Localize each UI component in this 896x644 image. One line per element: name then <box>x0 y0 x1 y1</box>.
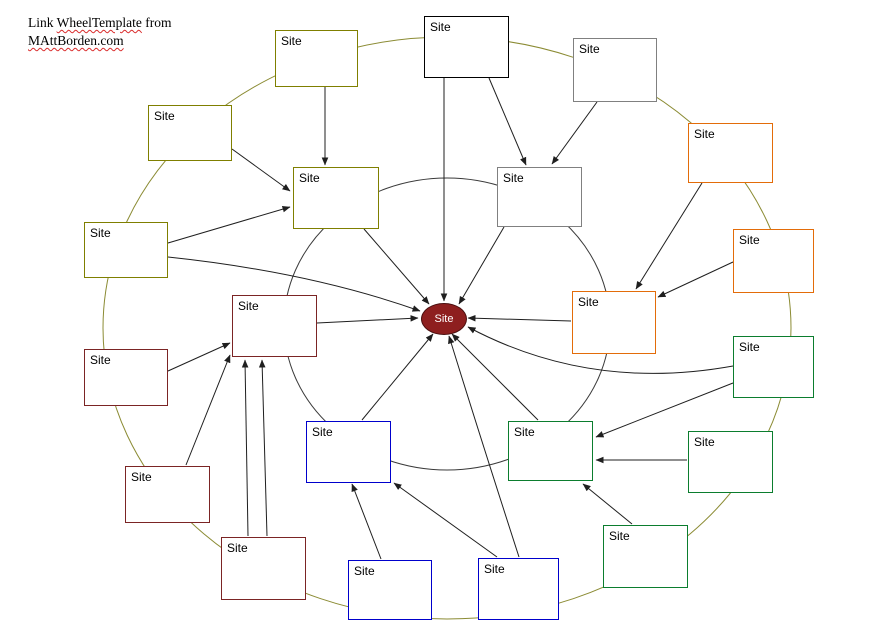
site-box-outer-bottomright-green[interactable]: Site <box>603 525 688 588</box>
site-box-label: Site <box>694 127 715 141</box>
arrow-left-olive-to-inner-olive <box>167 205 291 244</box>
site-box-outer-right-green[interactable]: Site <box>733 336 814 398</box>
site-box-outer-topleft-olive[interactable]: Site <box>275 30 358 87</box>
hub-ellipse[interactable]: Site <box>421 303 467 335</box>
arrow-right-green-to-hub <box>467 326 734 374</box>
arrow-inner-maroon-to-hub <box>316 315 419 324</box>
site-box-label: Site <box>503 171 524 185</box>
site-box-label: Site <box>312 425 333 439</box>
arrow-inner-olive-to-hub <box>363 228 430 305</box>
title-line-2: MAttBorden.com <box>28 32 172 50</box>
site-box-outer-bottom-blue-right[interactable]: Site <box>478 558 559 620</box>
arrow-bottomleft-maroon-to-inner-maroon-2 <box>258 359 268 537</box>
site-box-outer-right-lower-green[interactable]: Site <box>688 431 773 493</box>
arrow-bottomleft-maroon-to-inner-maroon-1 <box>241 359 249 537</box>
site-box-outer-left-olive[interactable]: Site <box>84 222 168 278</box>
arrow-topright-gray-to-inner-gray <box>551 101 598 165</box>
arrow-inner-green-to-hub <box>451 333 539 421</box>
site-box-label: Site <box>154 109 175 123</box>
site-box-inner-top-olive[interactable]: Site <box>293 167 379 229</box>
site-box-outer-topright-gray[interactable]: Site <box>573 38 657 102</box>
site-box-label: Site <box>578 295 599 309</box>
title-text: Link <box>28 15 57 30</box>
site-box-outer-left-upper-olive[interactable]: Site <box>148 105 232 161</box>
arrow-right-green-to-inner-green <box>595 382 734 438</box>
arrow-bottom-blue-right-to-hub <box>448 335 520 558</box>
site-box-inner-top-gray[interactable]: Site <box>497 167 582 227</box>
arrow-inner-gray-to-hub <box>458 226 505 305</box>
hub-label: Site <box>434 313 454 325</box>
site-box-label: Site <box>484 562 505 576</box>
site-box-label: Site <box>90 226 111 240</box>
site-box-label: Site <box>739 340 760 354</box>
site-box-outer-right-orange[interactable]: Site <box>733 229 814 293</box>
site-box-inner-bottom-blue[interactable]: Site <box>306 421 391 483</box>
arrow-inner-orange-to-hub <box>467 314 572 322</box>
title-text: WheelTemplate <box>56 15 142 30</box>
site-box-label: Site <box>90 353 111 367</box>
arrow-inner-blue-to-hub <box>361 333 434 421</box>
site-box-outer-bottom-blue-left[interactable]: Site <box>348 560 432 620</box>
arrow-left-lower-maroon-to-inner-maroon <box>185 354 231 466</box>
site-box-label: Site <box>354 564 375 578</box>
site-box-label: Site <box>227 541 248 555</box>
diagram-title: Link WheelTemplate from MAttBorden.com <box>28 14 172 50</box>
site-box-label: Site <box>299 171 320 185</box>
arrow-bottom-blue-right-to-inner-blue <box>393 482 498 558</box>
site-box-outer-bottomleft-maroon[interactable]: Site <box>221 537 306 600</box>
site-box-label: Site <box>739 233 760 247</box>
site-box-outer-left-maroon[interactable]: Site <box>84 349 168 406</box>
title-line-1: Link WheelTemplate from <box>28 14 172 32</box>
site-box-inner-right-orange[interactable]: Site <box>572 291 656 354</box>
site-box-label: Site <box>694 435 715 449</box>
site-box-label: Site <box>131 470 152 484</box>
site-box-outer-right-upper-orange[interactable]: Site <box>688 123 773 183</box>
site-box-label: Site <box>281 34 302 48</box>
site-box-outer-left-lower-maroon[interactable]: Site <box>125 466 210 523</box>
arrow-right-orange-to-inner-orange <box>657 261 734 298</box>
arrow-right-upper-orange-to-inner-orange <box>635 182 703 290</box>
site-box-label: Site <box>430 20 451 34</box>
site-box-label: Site <box>238 299 259 313</box>
title-text: from <box>141 15 172 30</box>
arrow-bottom-blue-left-to-inner-blue <box>351 483 382 560</box>
site-box-inner-left-maroon[interactable]: Site <box>232 295 317 357</box>
site-box-label: Site <box>609 529 630 543</box>
arrow-left-upper-olive-to-inner-olive <box>231 148 291 192</box>
arrow-left-olive-to-hub <box>167 256 421 312</box>
site-box-outer-top-black[interactable]: Site <box>424 16 509 78</box>
arrow-left-maroon-to-inner-maroon <box>167 342 231 372</box>
title-text: MAttBorden.com <box>28 33 124 48</box>
site-box-label: Site <box>514 425 535 439</box>
arrow-connectors <box>167 77 734 560</box>
arrow-bottomright-green-to-inner-green <box>582 483 633 525</box>
site-box-inner-bottom-green[interactable]: Site <box>508 421 593 481</box>
arrow-top-black-to-inner-gray <box>488 77 527 166</box>
site-box-label: Site <box>579 42 600 56</box>
